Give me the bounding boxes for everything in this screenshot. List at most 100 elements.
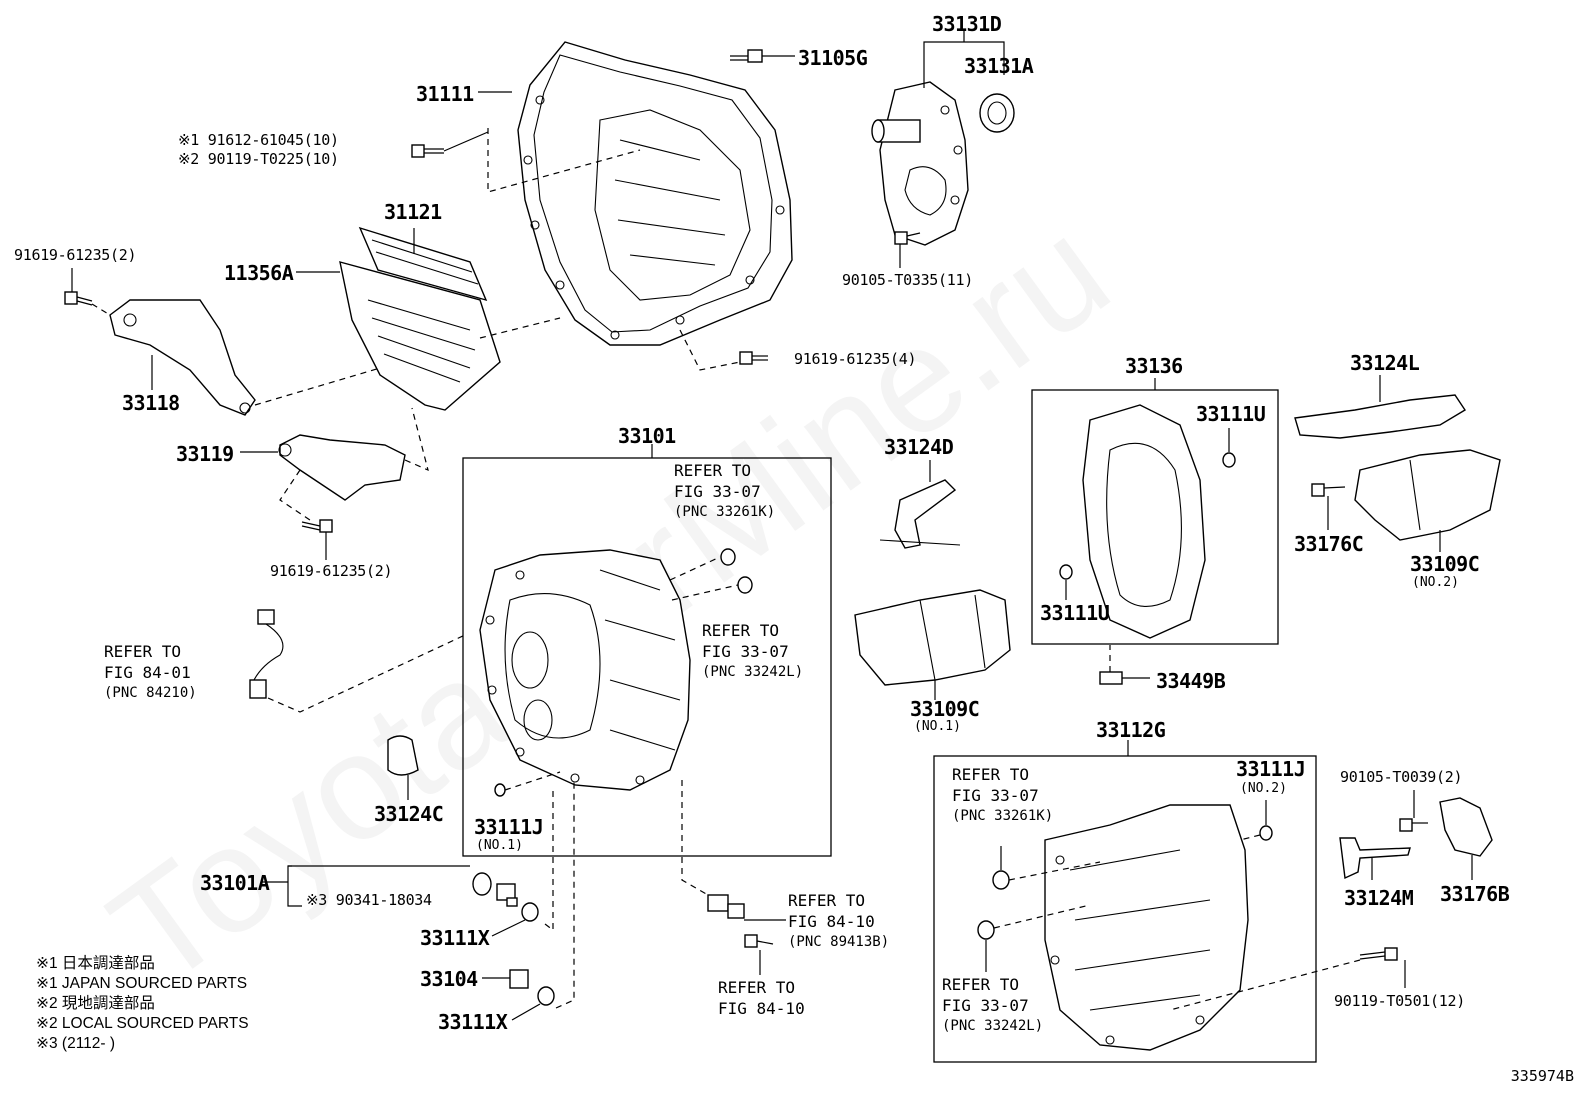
- label-91619-61235-top[interactable]: 91619-61235(2): [14, 246, 137, 264]
- bell-housing-31111[interactable]: [517, 41, 793, 346]
- plate-11356A[interactable]: [339, 261, 501, 411]
- label-bolt-jp1[interactable]: ※1 91612-61045(10): [178, 131, 339, 149]
- protector-33109C-no1[interactable]: [854, 589, 1011, 686]
- label-33109C-no1[interactable]: 33109C: [910, 697, 980, 721]
- label-33124C[interactable]: 33124C: [374, 802, 444, 826]
- cover-31121[interactable]: [358, 226, 488, 302]
- bolt-sensor[interactable]: [744, 934, 774, 948]
- adapter-33136[interactable]: [1082, 404, 1206, 639]
- label-33109C-no2-note: (NO.2): [1412, 575, 1459, 590]
- label-33449B[interactable]: 33449B: [1156, 669, 1226, 693]
- label-33119[interactable]: 33119: [176, 442, 234, 466]
- label-11356A[interactable]: 11356A: [224, 261, 294, 285]
- plug-33101A[interactable]: [496, 883, 518, 907]
- pin-33111U-a[interactable]: [1222, 452, 1236, 468]
- plate-33124C[interactable]: [387, 735, 419, 776]
- oil-seal-33131A[interactable]: [979, 93, 1015, 133]
- bolt-91619-61235-4[interactable]: [739, 351, 768, 365]
- label-31121[interactable]: 31121: [384, 200, 442, 224]
- bracket-33124M[interactable]: [1339, 837, 1411, 880]
- gasket-33111X-b[interactable]: [537, 986, 555, 1006]
- label-33124L[interactable]: 33124L: [1350, 351, 1420, 375]
- bolt-90105-T0039[interactable]: [1399, 818, 1428, 832]
- protector-33109C-no2[interactable]: [1354, 449, 1501, 541]
- bracket-33124L[interactable]: [1294, 394, 1466, 439]
- label-33176B[interactable]: 33176B: [1440, 882, 1510, 906]
- bolt-91619-61235-top[interactable]: [64, 291, 93, 306]
- label-33111U-a[interactable]: 33111U: [1196, 402, 1266, 426]
- protector-33176B[interactable]: [1439, 797, 1493, 857]
- label-33176C[interactable]: 33176C: [1294, 532, 1364, 556]
- label-33101[interactable]: 33101: [618, 424, 676, 448]
- group-box-33112G: [933, 755, 1317, 1063]
- group-box-33101: [462, 457, 832, 857]
- label-33111J-no2[interactable]: 33111J: [1236, 757, 1306, 781]
- label-33111J-no2-note: (NO.2): [1240, 781, 1287, 796]
- label-bolt-jp2[interactable]: ※2 90119-T0225(10): [178, 150, 339, 168]
- bolt-31105G[interactable]: [730, 49, 763, 63]
- legend-item: ※2 現地調達部品: [36, 995, 155, 1012]
- label-33136[interactable]: 33136: [1125, 354, 1183, 378]
- speed-sensor-89413B[interactable]: [707, 894, 745, 919]
- pin-33111U-b[interactable]: [1059, 564, 1073, 580]
- label-90105-T0039[interactable]: 90105-T0039(2): [1340, 768, 1463, 786]
- bolt-33176C[interactable]: [1311, 483, 1346, 497]
- bolt-90119-T0501[interactable]: [1359, 947, 1398, 961]
- legend-item: ※3 (2112- ): [36, 1035, 116, 1052]
- label-91619-61235-4[interactable]: 91619-61235(4): [794, 350, 917, 368]
- label-33111X-b[interactable]: 33111X: [438, 1010, 508, 1034]
- bushing-33242L-b[interactable]: [977, 920, 995, 940]
- label-90119-T0501[interactable]: 90119-T0501(12): [1334, 992, 1465, 1010]
- gasket-90341-18034[interactable]: [472, 872, 492, 896]
- label-31105G[interactable]: 31105G: [798, 46, 868, 70]
- bushing-33261K-b[interactable]: [992, 870, 1010, 890]
- label-33124M[interactable]: 33124M: [1344, 886, 1414, 910]
- label-33111U-b[interactable]: 33111U: [1040, 601, 1110, 625]
- label-33131D[interactable]: 33131D: [932, 12, 1002, 36]
- label-33112G[interactable]: 33112G: [1096, 718, 1166, 742]
- label-33109C-no1-note: (NO.1): [914, 719, 961, 734]
- label-33131A[interactable]: 33131A: [964, 54, 1034, 78]
- bolt-90105-T0335[interactable]: [894, 231, 921, 245]
- label-33101A[interactable]: 33101A: [200, 871, 270, 895]
- legend: ※1 日本調達部品 ※1 JAPAN SOURCED PARTS ※2 現地調達…: [36, 954, 249, 1054]
- legend-item: ※1 日本調達部品: [36, 955, 155, 972]
- pin-33111J-no1[interactable]: [494, 783, 506, 797]
- label-90105-T0335[interactable]: 90105-T0335(11): [842, 271, 973, 289]
- legend-item: ※2 LOCAL SOURCED PARTS: [36, 1015, 249, 1032]
- label-33111J-no1[interactable]: 33111J: [474, 815, 544, 839]
- bolt-91619-61235-mid[interactable]: [301, 519, 333, 533]
- label-31111[interactable]: 31111: [416, 82, 474, 106]
- bracket-33118[interactable]: [109, 299, 256, 416]
- label-33111X-a[interactable]: 33111X: [420, 926, 490, 950]
- label-90341-18034[interactable]: ※3 90341-18034: [306, 891, 432, 909]
- bracket-33124D[interactable]: [879, 479, 961, 549]
- plug-33449B[interactable]: [1099, 671, 1123, 685]
- pin-33111J-no2[interactable]: [1259, 825, 1273, 841]
- label-33109C-no2[interactable]: 33109C: [1410, 552, 1480, 576]
- bracket-33119[interactable]: [278, 434, 406, 501]
- gasket-33111X-a[interactable]: [521, 902, 539, 922]
- bushing-33261K[interactable]: [720, 548, 753, 594]
- transmission-case-33101[interactable]: [479, 549, 691, 791]
- sensor-84210[interactable]: [249, 609, 284, 699]
- label-91619-61235-mid[interactable]: 91619-61235(2): [270, 562, 393, 580]
- label-33118[interactable]: 33118: [122, 391, 180, 415]
- diagram-code: 335974B: [1510, 1067, 1574, 1085]
- legend-item: ※1 JAPAN SOURCED PARTS: [36, 975, 248, 992]
- label-33111J-no1-note: (NO.1): [476, 838, 523, 853]
- bolt-91612-61045[interactable]: [411, 144, 444, 158]
- oil-pump-33131D[interactable]: [871, 81, 969, 246]
- plug-33104[interactable]: [509, 969, 529, 989]
- label-33124D[interactable]: 33124D: [884, 435, 954, 459]
- extension-housing-33112G[interactable]: [1044, 804, 1249, 1051]
- label-33104[interactable]: 33104: [420, 967, 478, 991]
